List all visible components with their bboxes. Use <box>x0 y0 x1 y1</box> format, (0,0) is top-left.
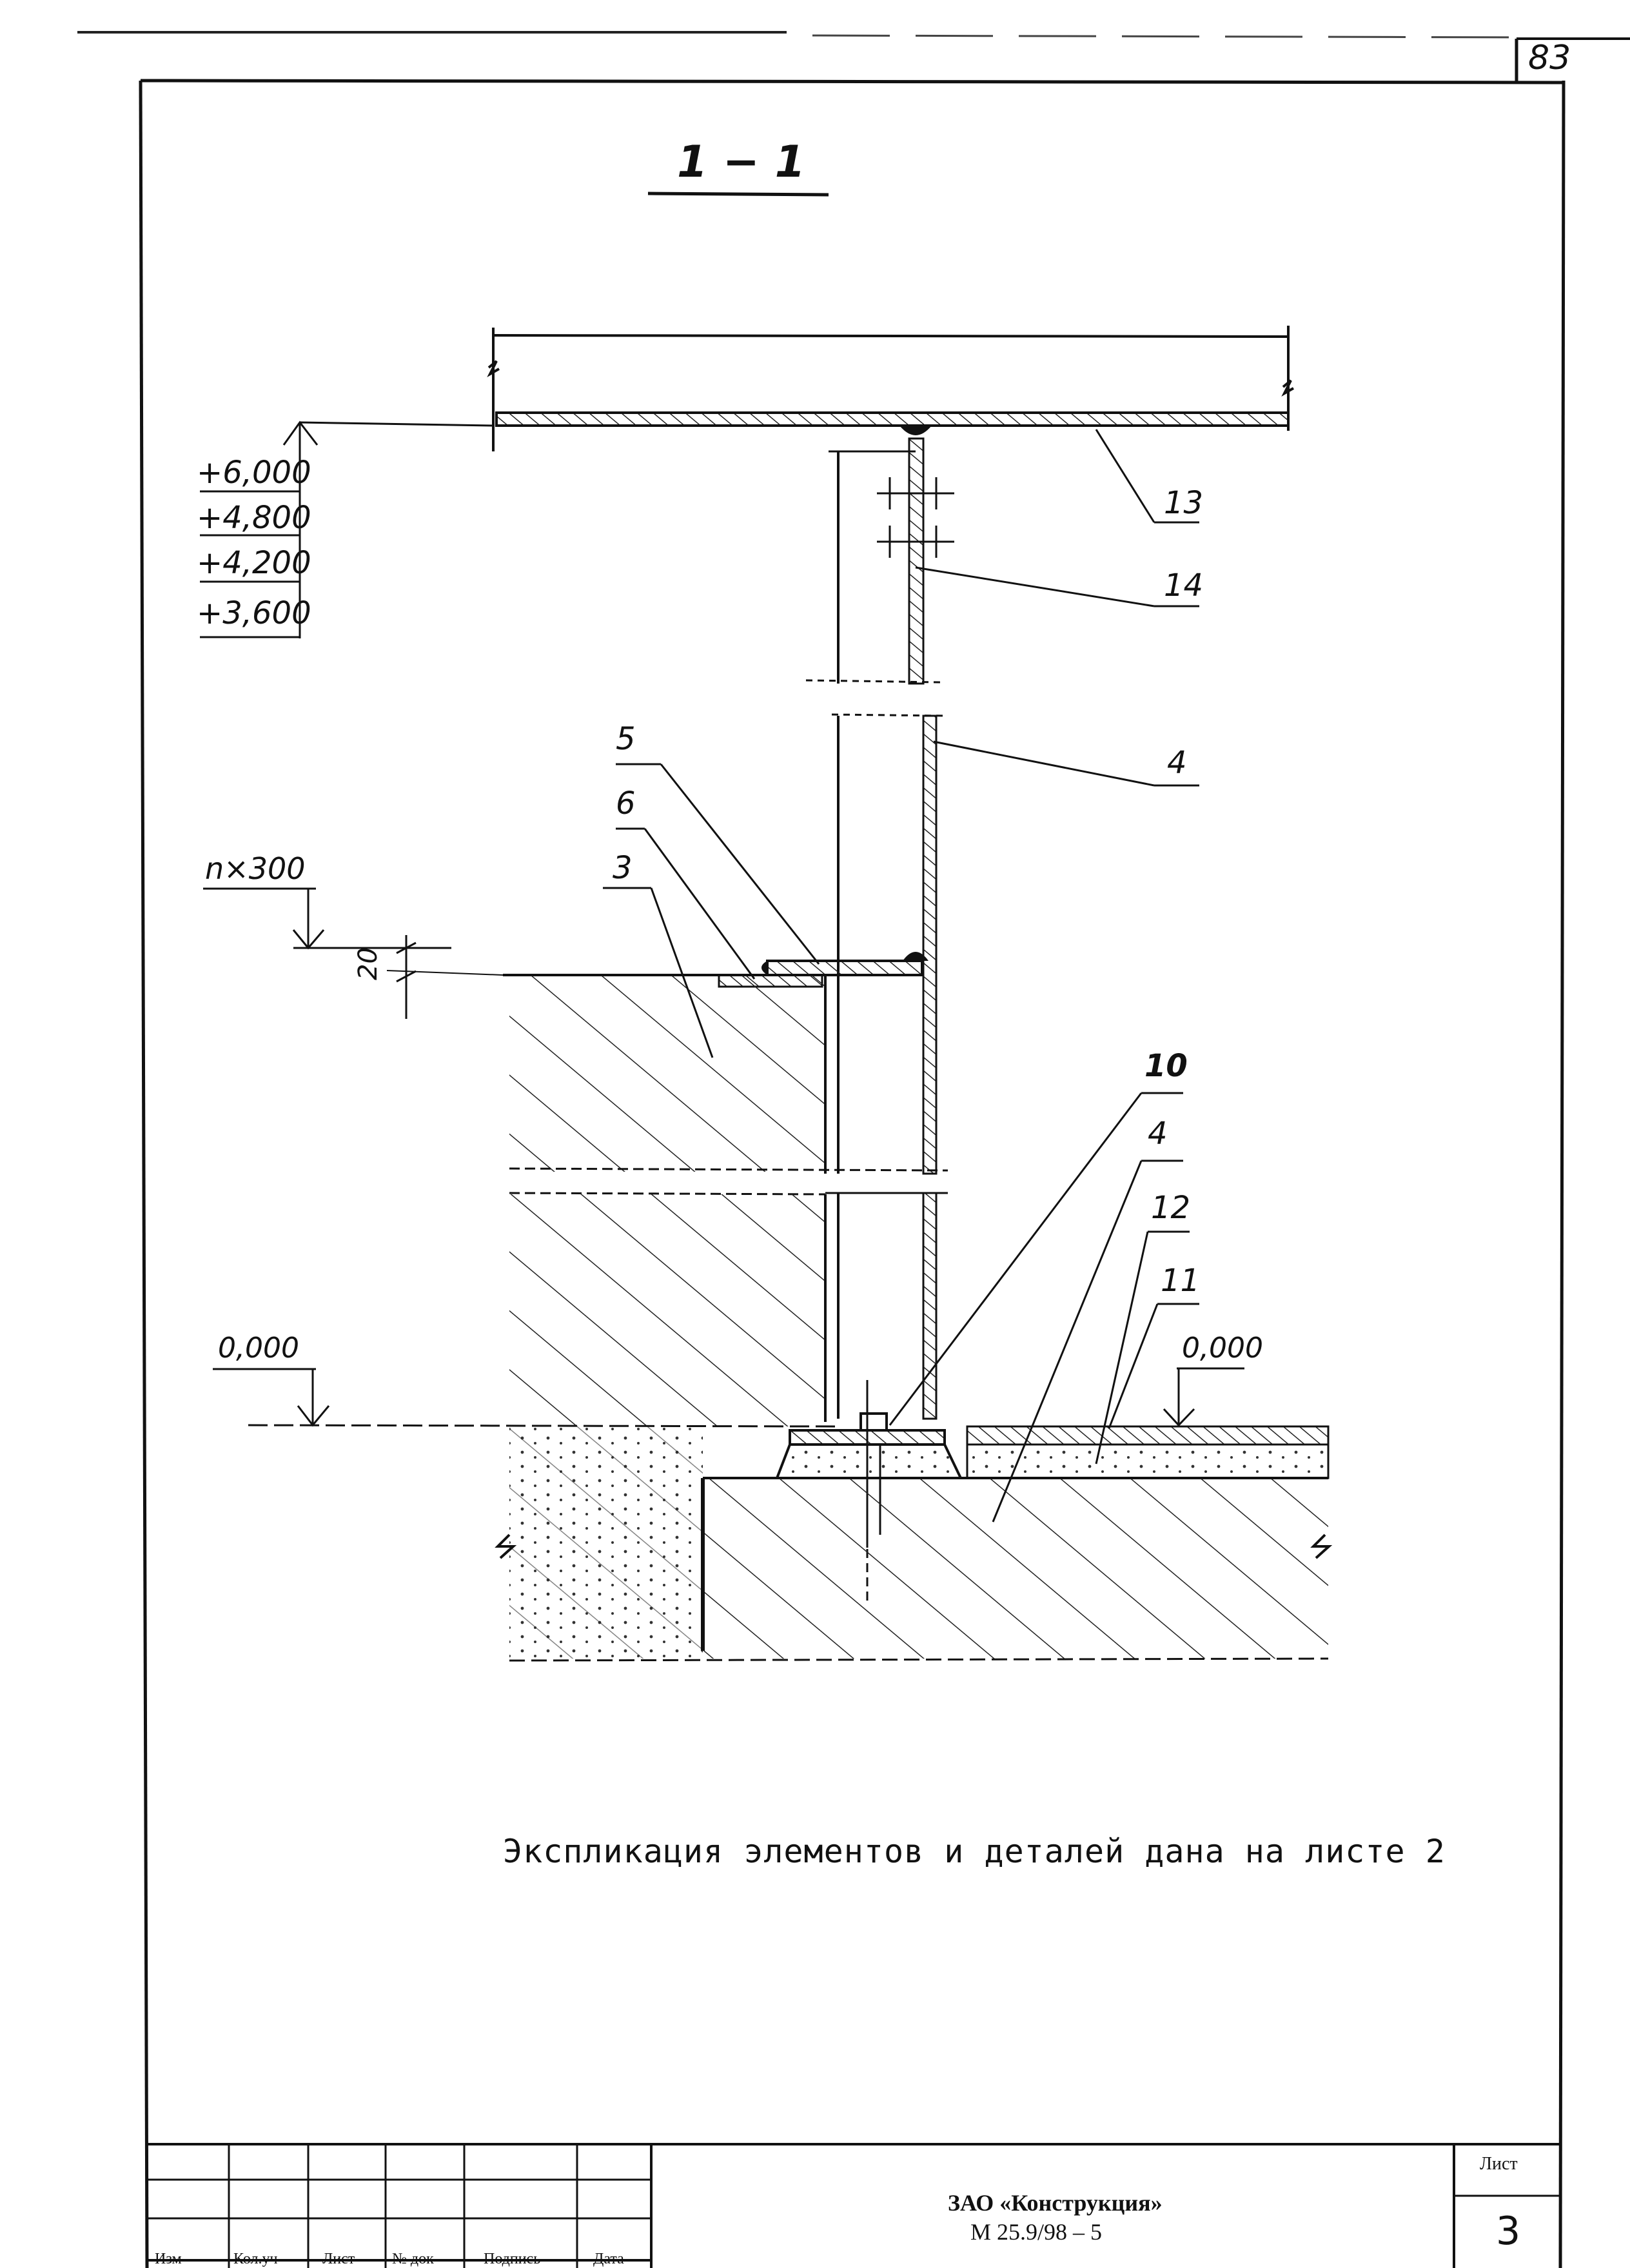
col-header-podpis: Подпись <box>484 2251 541 2267</box>
callout-13: 13 <box>1164 485 1204 521</box>
document-code: М 25.9/98 – 5 <box>970 2219 1103 2245</box>
elevation-3: +4,200 <box>197 545 311 581</box>
drawing-frame <box>77 31 1630 2268</box>
sheet-number: 3 <box>1496 2209 1521 2254</box>
explication-note: Экспликация элементов и деталей дана на … <box>503 1833 1446 1870</box>
elevation-1: +6,000 <box>197 455 311 491</box>
section-title-underline <box>647 192 829 197</box>
concrete-wall-upper <box>503 974 948 1196</box>
section-title: 1 − 1 <box>677 137 805 188</box>
dimension-marks <box>203 887 504 1019</box>
sheet-label: Лист <box>1480 2154 1518 2174</box>
dimension-label: n×300 <box>205 851 306 886</box>
level-right: 0,000 <box>1182 1332 1263 1365</box>
elevation-4: +3,600 <box>197 595 311 631</box>
callout-12: 12 <box>1151 1190 1191 1226</box>
level-left: 0,000 <box>218 1332 299 1365</box>
callout-6: 6 <box>616 785 636 822</box>
callout-11: 11 <box>1161 1263 1201 1299</box>
top-beam <box>487 326 1294 451</box>
col-header-koluch: Кол.уч <box>233 2251 278 2267</box>
callout-4-upper: 4 <box>1167 745 1187 781</box>
col-header-izm: Изм <box>155 2251 182 2267</box>
callout-14: 14 <box>1164 567 1204 604</box>
callout-5: 5 <box>616 721 636 757</box>
leader-lines <box>603 429 1199 1523</box>
column <box>805 437 954 1420</box>
col-header-data: Дата <box>593 2251 624 2267</box>
callout-3: 3 <box>613 850 633 886</box>
col-header-list: Лист <box>322 2251 355 2267</box>
floor-slab <box>966 1425 1330 1479</box>
elevation-marker <box>200 420 494 638</box>
col-header-ndok: № док <box>392 2251 434 2267</box>
callout-4-lower: 4 <box>1148 1116 1168 1152</box>
title-block <box>147 2143 1562 2268</box>
foundation <box>495 1426 1333 1662</box>
dimension-20: 20 <box>353 947 383 980</box>
ground-level <box>213 1367 1244 1428</box>
page-number: 83 <box>1528 39 1571 77</box>
callout-10: 10 <box>1144 1048 1188 1084</box>
elevation-2: +4,800 <box>197 500 311 536</box>
concrete-wall-lower <box>509 1194 827 1426</box>
company-name: ЗАО «Конструкция» <box>948 2190 1163 2216</box>
